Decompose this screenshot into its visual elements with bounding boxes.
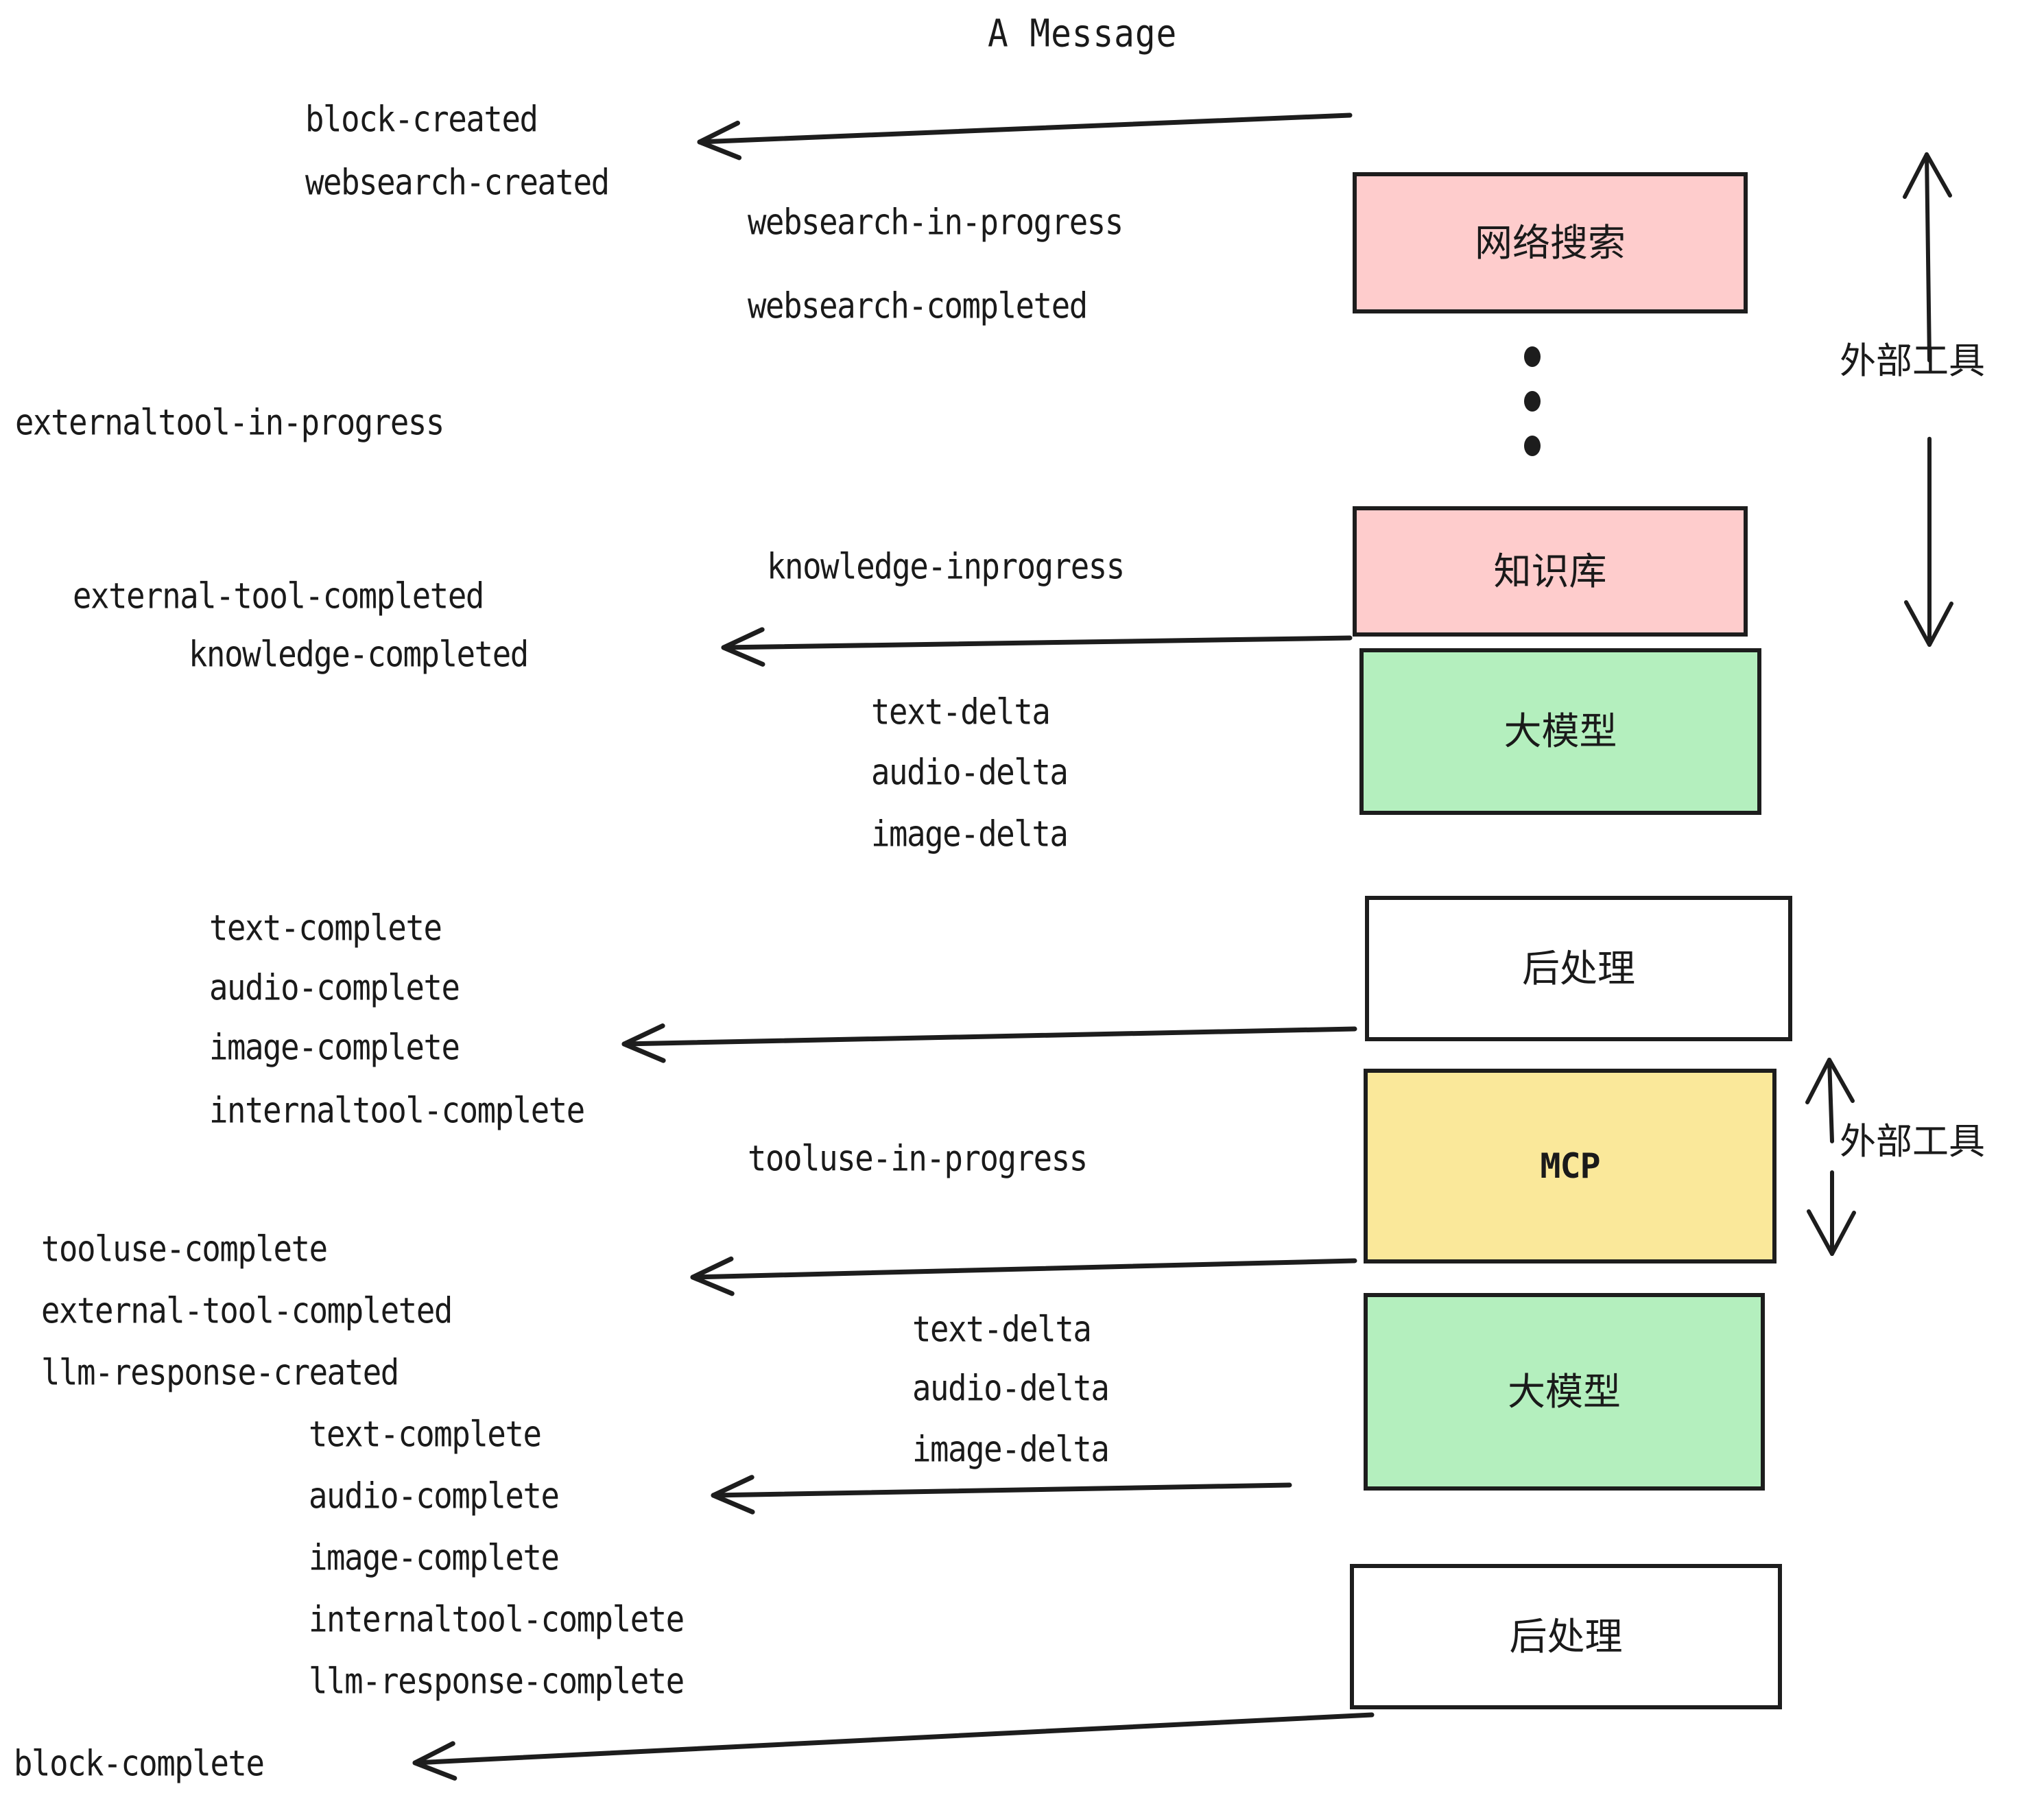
node-label-llm-1: 大模型 xyxy=(1504,709,1617,753)
event-label-audio-complete-1: audio-complete xyxy=(209,966,460,1009)
arrow-knowledge-completed-head xyxy=(721,627,765,667)
event-label-knowledge-completed: knowledge-completed xyxy=(189,633,529,676)
event-label-internaltool-complete-1: internaltool-complete xyxy=(209,1089,585,1132)
event-label-websearch-in-progress: websearch-in-progress xyxy=(748,201,1124,244)
side-label-external-tools-bottom: 外部工具 xyxy=(1840,1121,1985,1163)
event-label-image-complete-1: image-complete xyxy=(209,1026,460,1069)
side-label-external-tools-top: 外部工具 xyxy=(1840,340,1985,382)
external-tools-arrow-bottom-up-shaft xyxy=(1827,1058,1834,1143)
event-label-text-delta-1: text-delta xyxy=(871,691,1051,733)
event-label-text-complete-2: text-complete xyxy=(309,1413,542,1456)
event-label-audio-complete-2: audio-complete xyxy=(309,1475,560,1517)
node-label-postproc-1: 后处理 xyxy=(1521,946,1635,990)
event-label-external-tool-completed-2: external-tool-completed xyxy=(41,1290,453,1332)
node-label-llm-2: 大模型 xyxy=(1507,1369,1621,1414)
node-label-mcp: MCP xyxy=(1540,1146,1600,1186)
ellipsis-dot-1 xyxy=(1524,346,1541,367)
arrow-image-complete-line xyxy=(621,1026,1357,1047)
node-box-postproc-1: 后处理 xyxy=(1365,896,1792,1041)
arrow-tooluse-complete-line xyxy=(690,1258,1357,1280)
ellipsis-dot-3 xyxy=(1524,436,1541,456)
page-title: A Message xyxy=(988,12,1178,56)
event-label-websearch-completed: websearch-completed xyxy=(748,285,1088,327)
event-label-llm-response-complete: llm-response-complete xyxy=(309,1660,685,1702)
arrow-image-complete-head xyxy=(621,1023,666,1063)
event-label-tooluse-complete: tooluse-complete xyxy=(41,1228,328,1270)
event-label-llm-response-created: llm-response-created xyxy=(41,1351,399,1394)
arrow-block-created-head xyxy=(697,120,742,161)
arrow-block-created-line xyxy=(697,112,1353,145)
event-label-text-delta-2: text-delta xyxy=(912,1308,1092,1351)
node-box-knowledge: 知识库 xyxy=(1353,506,1748,637)
event-label-audio-delta-1: audio-delta xyxy=(871,751,1069,794)
event-label-audio-delta-2: audio-delta xyxy=(912,1367,1110,1410)
external-tools-arrow-bottom-up-head xyxy=(1805,1058,1855,1104)
arrow-block-complete-head xyxy=(412,1741,457,1781)
event-label-image-complete-2: image-complete xyxy=(309,1536,560,1579)
arrow-block-complete-line xyxy=(412,1712,1375,1766)
event-label-image-delta-2: image-delta xyxy=(912,1428,1110,1471)
event-label-external-tool-completed-1: external-tool-completed xyxy=(73,575,484,617)
event-label-image-delta-1: image-delta xyxy=(871,813,1069,855)
event-label-block-complete: block-complete xyxy=(14,1742,265,1785)
event-label-block-created: block-created xyxy=(305,98,538,141)
event-label-externaltool-in-progress: externaltool-in-progress xyxy=(15,401,444,444)
ellipsis-dot-2 xyxy=(1524,391,1541,412)
external-tools-arrow-bottom-down-head xyxy=(1807,1209,1856,1256)
arrow-audio-complete-head xyxy=(711,1475,755,1515)
arrow-tooluse-complete-head xyxy=(690,1256,735,1296)
arrow-audio-complete-line xyxy=(711,1482,1292,1498)
node-label-knowledge: 知识库 xyxy=(1493,549,1607,593)
node-box-websearch: 网络搜索 xyxy=(1353,172,1748,313)
event-label-knowledge-inprogress: knowledge-inprogress xyxy=(767,545,1125,588)
event-label-internaltool-complete-2: internaltool-complete xyxy=(309,1598,685,1641)
node-box-llm-2: 大模型 xyxy=(1364,1293,1765,1491)
event-label-tooluse-in-progress: tooluse-in-progress xyxy=(748,1137,1088,1180)
node-box-mcp: MCP xyxy=(1364,1069,1776,1263)
event-label-websearch-created: websearch-created xyxy=(305,161,610,204)
arrow-knowledge-completed-line xyxy=(721,635,1353,650)
event-label-text-complete-1: text-complete xyxy=(209,907,442,949)
external-tools-arrow-top-down-head xyxy=(1904,600,1953,647)
node-label-websearch: 网络搜索 xyxy=(1474,220,1626,265)
external-tools-arrow-top-up-shaft xyxy=(1925,152,1932,363)
external-tools-arrow-top-up-head xyxy=(1903,152,1952,199)
node-label-postproc-2: 后处理 xyxy=(1509,1614,1623,1659)
node-box-llm-1: 大模型 xyxy=(1359,648,1761,815)
node-box-postproc-2: 后处理 xyxy=(1350,1564,1782,1709)
